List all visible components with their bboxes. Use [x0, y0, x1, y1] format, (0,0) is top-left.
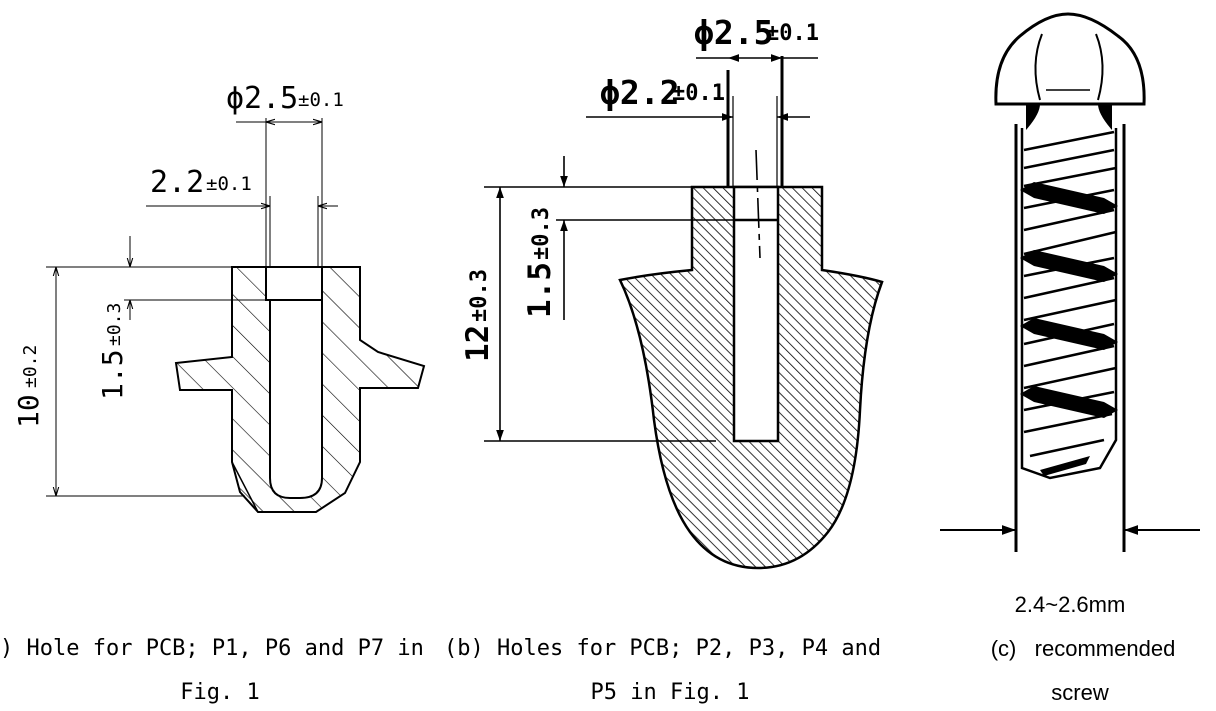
figure-a-depth: 1.5	[96, 349, 129, 400]
figure-b-caption-line2: P5 in Fig. 1	[590, 680, 750, 705]
figure-b-depth: 1.5	[522, 262, 558, 318]
figure-c-caption-line1: (c) recommended	[990, 636, 1176, 661]
screw-head-icon	[994, 12, 1146, 106]
figure-b-height-tolerance: ±0.3	[467, 269, 492, 322]
figure-a-inner-tolerance: ±0.1	[206, 173, 252, 195]
figure-a-outer-tolerance: ±0.1	[298, 89, 344, 111]
figure-b-outer-diameter: ϕ2.5	[694, 13, 773, 52]
figure-a-outer-diameter: ϕ2.5	[226, 81, 298, 116]
figure-a-bore	[265, 266, 323, 499]
figure-a-caption-line2: Fig. 1	[180, 680, 260, 705]
figure-b-caption-line1: (b) Holes for PCB; P2, P3, P4 and	[444, 636, 882, 661]
figure-a-height-tolerance: ±0.2	[20, 345, 41, 388]
figure-b-inner-diameter: ϕ2.2	[600, 73, 679, 112]
figure-a-inner-diameter: 2.2	[150, 165, 204, 200]
figure-b-bore	[732, 185, 780, 443]
figure-c-caption-line2: screw	[1051, 680, 1109, 705]
figure-c-screw	[940, 12, 1200, 552]
figure-a-caption-line1: ) Hole for PCB; P1, P6 and P7 in	[0, 636, 424, 661]
figure-c-dimension-label: 2.4~2.6mm	[1014, 592, 1126, 617]
figure-a-depth-tolerance: ±0.3	[104, 303, 125, 346]
figure-a-drawing: ϕ2.5 ±0.1 2.2 ±0.1 1.5 ±0.3 10 ±0.2	[12, 81, 426, 513]
figure-b-height: 12	[460, 325, 496, 362]
figure-a-height: 10	[12, 394, 45, 428]
figure-b-inner-tolerance: ±0.1	[672, 81, 725, 106]
figure-b-outer-tolerance: ±0.1	[766, 21, 819, 46]
figure-b-depth-tolerance: ±0.3	[529, 207, 554, 260]
figure-b-drawing: ϕ2.5 ±0.1 ϕ2.2 ±0.1 1.5 ±0.3 12 ±0.3	[460, 13, 884, 570]
